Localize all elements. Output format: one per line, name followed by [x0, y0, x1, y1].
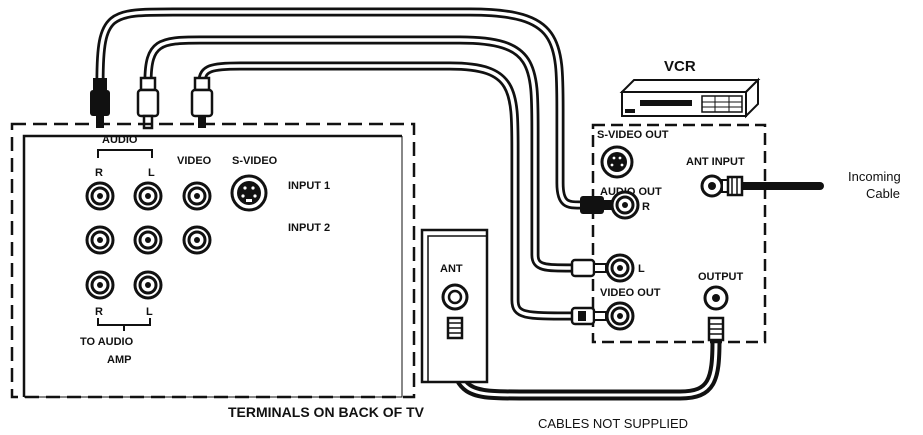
svideo-jack: [230, 174, 268, 212]
svideo-label: S-VIDEO: [232, 155, 278, 167]
video-out-label: VIDEO OUT: [600, 287, 661, 299]
tv-antenna-box: ANT: [420, 228, 489, 384]
jack-in1-audio-l: [133, 181, 163, 211]
jack-in1-audio-r: [85, 181, 115, 211]
incoming-label-line2: Cable: [866, 186, 900, 201]
amp-label: AMP: [107, 354, 131, 366]
cables-not-supplied-note: CABLES NOT SUPPLIED: [538, 416, 688, 431]
vcr-ant-input-jack: [700, 174, 724, 198]
vcr-l-label: L: [638, 263, 645, 275]
antenna-coax-cable: [448, 334, 722, 401]
input1-label: INPUT 1: [288, 180, 330, 192]
amp-r-label: R: [95, 306, 103, 318]
vcr-audio-out-r-jack: [610, 190, 640, 220]
audio-r-label: R: [95, 167, 103, 179]
vcr-audio-l-plug: [570, 258, 607, 278]
incoming-label-line1: Incoming: [848, 169, 901, 184]
audio-l-cable: [143, 35, 577, 273]
vcr-output-jack: [703, 285, 729, 311]
vcr-video-plug: [570, 306, 607, 326]
tv-terminal-panel: AUDIO R L VIDEO S-VIDEO INPUT 1 INPUT 2: [10, 122, 425, 420]
audio-r-plug: [90, 78, 110, 128]
jack-in2-video: [182, 225, 212, 255]
output-coax-plug: [707, 316, 725, 342]
tv-caption: TERMINALS ON BACK OF TV: [228, 404, 425, 420]
audio-label: AUDIO: [102, 134, 138, 146]
rca-jacks-grid: [85, 181, 212, 300]
vcr-video-out-jack: [605, 301, 635, 331]
tv-plugs: [90, 76, 214, 130]
vcr-icon: [619, 77, 761, 119]
incoming-coax-plug: [721, 175, 744, 197]
vcr-audio-out-l-jack: [605, 253, 635, 283]
svideo-out-label: S-VIDEO OUT: [597, 129, 669, 141]
vcr-svideo-jack: [600, 145, 634, 179]
input2-label: INPUT 2: [288, 222, 330, 234]
audio-l-plug: [136, 76, 160, 130]
jack-in1-video: [182, 181, 212, 211]
audio-r-cable: [95, 7, 585, 210]
to-audio-label: TO AUDIO: [80, 336, 134, 348]
amp-l-label: L: [146, 306, 153, 318]
jack-in2-audio-r: [85, 225, 115, 255]
jack-amp-l: [133, 270, 163, 300]
video-label: VIDEO: [177, 155, 212, 167]
ant-input-label: ANT INPUT: [686, 156, 745, 168]
video-plug: [190, 76, 214, 128]
output-label: OUTPUT: [698, 271, 744, 283]
ant-coax-plug: [446, 316, 464, 340]
vcr-audio-r-plug: [580, 196, 614, 214]
vcr-r-label: R: [642, 201, 650, 213]
video-cable: [197, 61, 577, 321]
jack-in2-audio-l: [133, 225, 163, 255]
vcr-device: VCR S-VIDEO OUT AUDIO OUT R: [570, 58, 767, 344]
vcr-title: VCR: [664, 58, 696, 75]
audio-l-label: L: [148, 167, 155, 179]
jack-amp-r: [85, 270, 115, 300]
ant-label: ANT: [440, 263, 463, 275]
